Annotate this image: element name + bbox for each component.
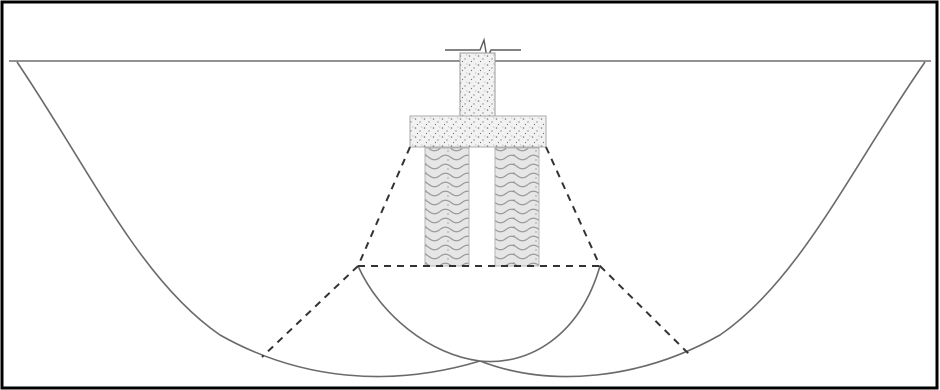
failure-curve-outer-left [16,61,481,378]
dashed-projection-lines [261,146,693,358]
column-stem [459,52,496,118]
dashed-right-lower [599,265,693,358]
column-break-mark [445,37,521,61]
dashed-left-upper [357,146,411,267]
pile-right [494,147,540,267]
failure-curve-outer-right [479,61,926,378]
dashed-left-lower [261,265,359,358]
failure-curve-inner [357,265,601,363]
pile-left [424,147,470,267]
pile-cap [409,115,547,148]
dashed-right-upper [545,146,601,267]
